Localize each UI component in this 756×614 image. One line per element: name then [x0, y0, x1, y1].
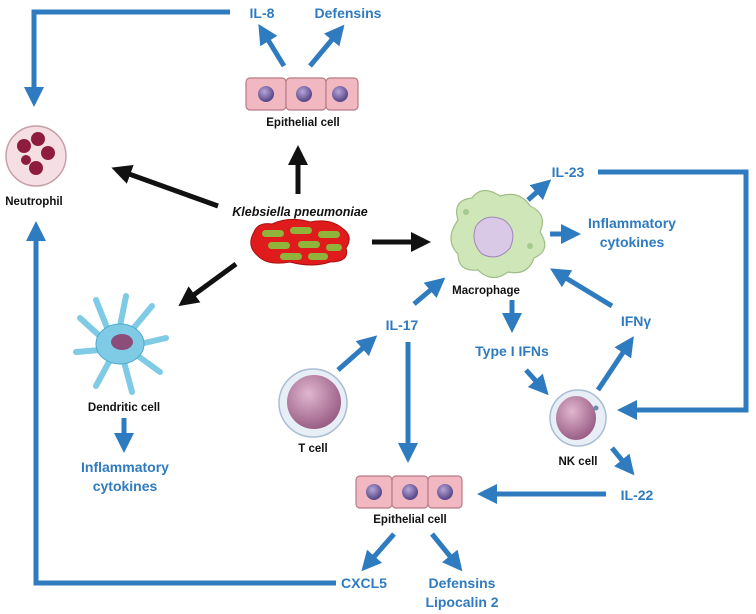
arrow-epithelial-to-defensins-bottom: [430, 532, 463, 572]
inflammatory-dendritic-label-2: cytokines: [93, 478, 158, 494]
t-cell: [278, 368, 348, 438]
bacteria-arrows: [111, 144, 432, 307]
arrow-tcell-to-il17: [336, 335, 378, 372]
bacteria-label: Klebsiella pneumoniae: [232, 205, 368, 219]
arrow-il8-to-neutrophil: [24, 9, 230, 108]
arrow-macrophage-to-il23: [526, 179, 552, 202]
neutrophil-label: Neutrophil: [5, 196, 63, 208]
ifn-gamma-label: IFNγ: [621, 313, 652, 329]
epithelial-top-label: Epithelial cell: [266, 117, 340, 129]
arrow-bacteria-to-dendritic: [178, 261, 238, 307]
klebsiella-bacteria: [250, 218, 350, 266]
macrophage-cell: [450, 189, 546, 279]
signal-arrows: [24, 9, 749, 586]
cxcl5-label: CXCL5: [341, 575, 387, 591]
arrow-type1-to-nk: [524, 368, 549, 396]
arrow-epithelial-to-cxcl5: [361, 532, 396, 572]
inflammatory-dendritic-label-1: Inflammatory: [81, 459, 169, 475]
macrophage-label: Macrophage: [452, 285, 520, 297]
arrow-nk-to-il22: [610, 446, 635, 476]
arrow-bacteria-to-neutrophil: [111, 164, 219, 209]
inflammatory-macrophage-label-2: cytokines: [600, 234, 665, 250]
inflammatory-macrophage-label-1: Inflammatory: [588, 215, 676, 231]
type1-ifns-label: Type I IFNs: [475, 343, 549, 359]
epithelial-cells-bottom: [355, 475, 463, 509]
dendritic-cell: [73, 293, 169, 395]
il22-label: IL-22: [621, 487, 654, 503]
arrow-epithelial-to-il8: [258, 24, 287, 68]
defensins-bottom-label: Defensins: [429, 575, 496, 591]
nk-cell: [549, 389, 607, 447]
arrow-il23-to-nk: [598, 169, 749, 420]
dendritic-label: Dendritic cell: [88, 402, 160, 414]
il8-label: IL-8: [250, 5, 275, 21]
arrow-ifny-to-macrophage: [550, 268, 614, 309]
arrow-epithelial-to-defensins: [308, 24, 345, 68]
epithelial-bottom-label: Epithelial cell: [373, 514, 447, 526]
nk-cell-label: NK cell: [559, 456, 598, 468]
defensins-top-label: Defensins: [315, 5, 382, 21]
neutrophil-cell: [5, 125, 67, 187]
arrow-cxcl5-to-neutrophil: [26, 220, 336, 586]
arrow-nk-to-ifny: [595, 336, 634, 392]
il23-label: IL-23: [552, 164, 585, 180]
lipocalin2-label: Lipocalin 2: [425, 594, 498, 610]
t-cell-label: T cell: [298, 443, 327, 455]
il17-label: IL-17: [386, 317, 419, 333]
arrow-il17-to-macrophage: [412, 277, 446, 306]
epithelial-cells-top: [245, 77, 359, 111]
